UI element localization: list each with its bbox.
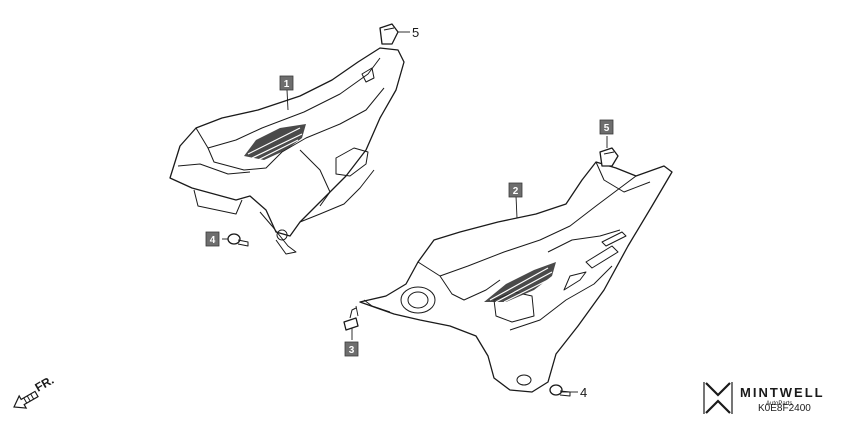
- clip-5-right: [599, 147, 619, 167]
- callout-2: 2: [508, 182, 523, 198]
- svg-text:FR.: FR.: [33, 373, 57, 395]
- mintwell-logo-icon: [703, 382, 733, 414]
- screw-4-left: [227, 233, 249, 247]
- right-side-cover: [359, 161, 673, 393]
- callout-4-boxed: 4: [205, 231, 220, 247]
- callout-4-plain: 4: [580, 385, 587, 400]
- brand-watermark: MINTWELL AutoParts: [703, 382, 825, 414]
- callout-5-plain: 5: [412, 25, 419, 40]
- svg-text:2: 2: [513, 186, 519, 197]
- leader-lines: [222, 31, 608, 393]
- callout-1: 1: [279, 75, 294, 91]
- diagram-code: K0E8F2400: [758, 403, 811, 414]
- svg-text:1: 1: [284, 79, 290, 90]
- arrow-icon: [13, 390, 39, 409]
- svg-text:5: 5: [604, 123, 610, 134]
- svg-text:4: 4: [210, 235, 216, 246]
- brand-name: MINTWELL: [740, 385, 825, 400]
- left-side-cover: [169, 47, 405, 255]
- screw-4-right: [549, 384, 571, 397]
- screw-3: [343, 307, 359, 331]
- front-direction-indicator: FR.: [13, 373, 57, 409]
- svg-text:3: 3: [349, 345, 355, 356]
- callout-5-boxed: 5: [599, 119, 614, 135]
- brand-sub: AutoParts: [766, 401, 792, 407]
- clip-5-top: [379, 23, 399, 45]
- callout-3: 3: [344, 341, 359, 357]
